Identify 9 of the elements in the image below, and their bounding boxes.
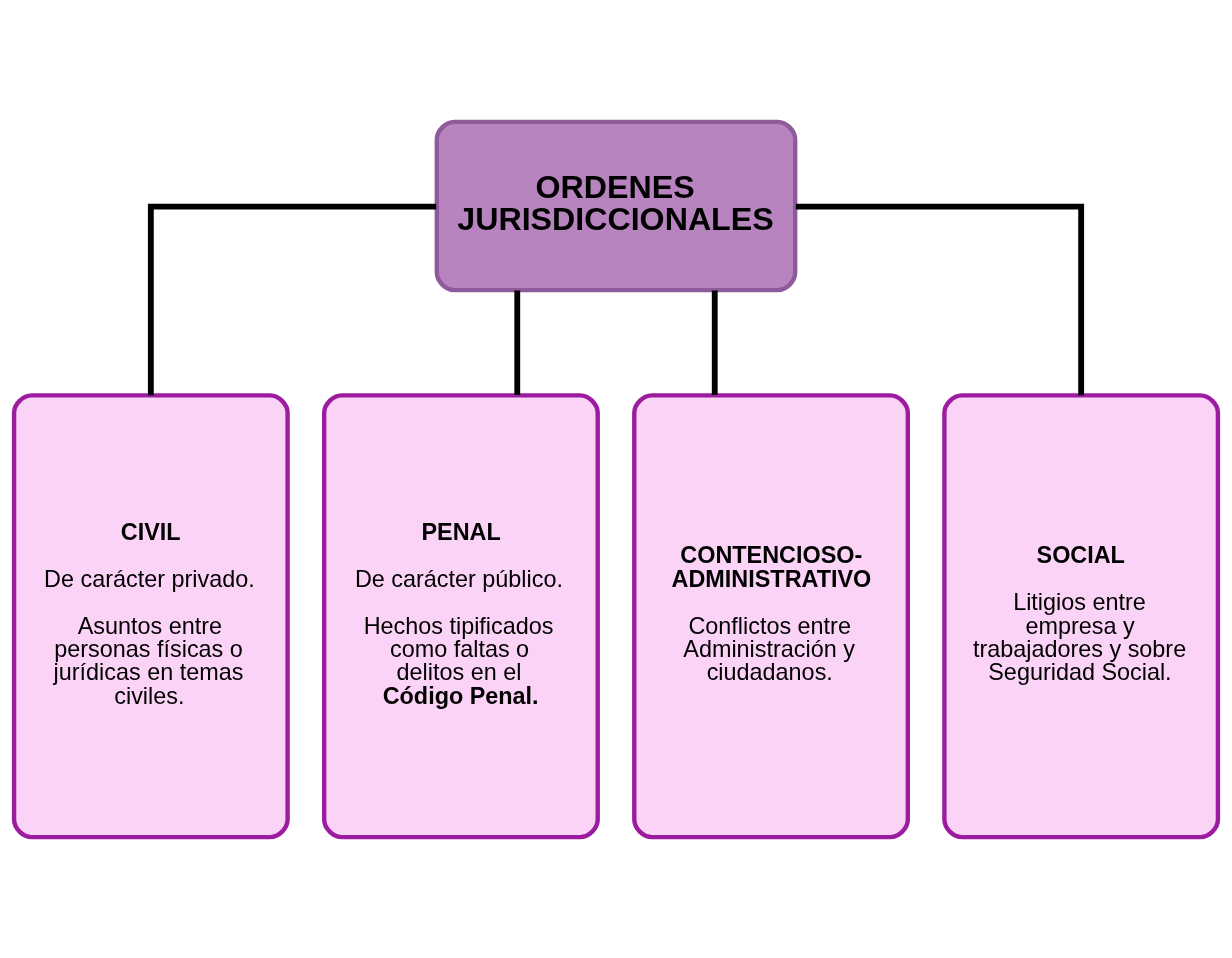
- connector: [147, 203, 437, 395]
- node-box: CIVIL De carácter privado. Asuntos entre personas físicas o jurídicas en temas civiles.: [11, 392, 290, 839]
- connector: [514, 290, 521, 395]
- node-box: SOCIAL Litigios entre empresa y trabajadores y sobre Seguridad Social.: [942, 392, 1221, 839]
- node-box: ORDENES JURISDICCIONALES: [434, 119, 798, 292]
- connector: [711, 290, 718, 395]
- node-box: CONTENCIOSO- ADMINISTRATIVO Conflictos entre Administración y ciudadanos.: [632, 392, 910, 839]
- node-box: PENAL De carácter público. Hechos tipificados como faltas o delitos en el Código Penal.: [322, 392, 600, 839]
- connector: [795, 203, 1085, 395]
